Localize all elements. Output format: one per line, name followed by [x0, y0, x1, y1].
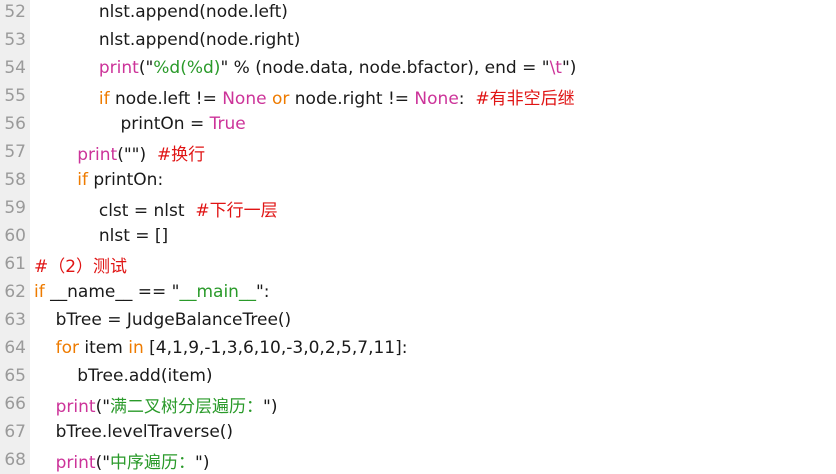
code-line[interactable]: 57 print("") #换行 [0, 138, 836, 166]
code-line[interactable]: 66 print("满二叉树分层遍历：") [0, 390, 836, 418]
line-number: 53 [4, 30, 26, 50]
line-number: 68 [4, 450, 26, 470]
line-number: 58 [4, 170, 26, 190]
line-number: 63 [4, 310, 26, 330]
code-line[interactable]: 54 print("%d(%d)" % (node.data, node.bfa… [0, 54, 836, 82]
code-text[interactable]: bTree.add(item) [34, 366, 213, 386]
code-text[interactable]: nlst.append(node.left) [34, 2, 288, 22]
code-text[interactable]: clst = nlst #下行一层 [34, 200, 278, 221]
code-line[interactable]: 58 if printOn: [0, 166, 836, 194]
line-number: 64 [4, 338, 26, 358]
code-line[interactable]: 61 #（2）测试 [0, 250, 836, 278]
code-line[interactable]: 68 print("中序遍历：") [0, 446, 836, 474]
code-line[interactable]: 67 bTree.levelTraverse() [0, 418, 836, 446]
line-number-gutter [0, 0, 30, 474]
code-text[interactable]: for item in [4,1,9,-1,3,6,10,-3,0,2,5,7,… [55, 338, 408, 358]
code-text[interactable]: nlst.append(node.right) [34, 30, 301, 50]
code-text[interactable]: if __name__ == "__main__": [34, 282, 270, 302]
code-text[interactable]: print("满二叉树分层遍历：") [55, 396, 278, 417]
code-text[interactable]: bTree = JudgeBalanceTree() [34, 310, 292, 330]
code-text[interactable]: if printOn: [77, 170, 164, 190]
code-text[interactable]: nlst = [] [34, 226, 169, 246]
code-text[interactable]: print("") #换行 [77, 144, 206, 165]
line-number: 57 [4, 142, 26, 162]
line-number: 54 [4, 58, 26, 78]
code-line[interactable]: 64 for item in [4,1,9,-1,3,6,10,-3,0,2,5… [0, 334, 836, 362]
code-text[interactable]: bTree.levelTraverse() [34, 422, 234, 442]
code-line[interactable]: 65 bTree.add(item) [0, 362, 836, 390]
code-text[interactable]: #（2）测试 [34, 256, 128, 277]
code-text[interactable]: print("%d(%d)" % (node.data, node.bfacto… [98, 58, 577, 78]
code-line[interactable]: 62 if __name__ == "__main__": [0, 278, 836, 306]
code-line[interactable]: 52 nlst.append(node.left) [0, 0, 836, 26]
line-number: 66 [4, 394, 26, 414]
line-number: 65 [4, 366, 26, 386]
line-number: 52 [4, 2, 26, 22]
line-number: 62 [4, 282, 26, 302]
code-line[interactable]: 55 if node.left != None or node.right !=… [0, 82, 836, 110]
code-text[interactable]: if node.left != None or node.right != No… [98, 88, 575, 109]
code-line[interactable]: 60 nlst = [] [0, 222, 836, 250]
code-text[interactable]: printOn = True [34, 114, 246, 134]
line-number: 56 [4, 114, 26, 134]
line-number: 60 [4, 226, 26, 246]
line-number: 67 [4, 422, 26, 442]
code-line[interactable]: 56 printOn = True [0, 110, 836, 138]
code-line[interactable]: 53 nlst.append(node.right) [0, 26, 836, 54]
line-number: 59 [4, 198, 26, 218]
code-line[interactable]: 63 bTree = JudgeBalanceTree() [0, 306, 836, 334]
line-number: 61 [4, 254, 26, 274]
line-number: 55 [4, 86, 26, 106]
code-text[interactable]: print("中序遍历：") [55, 452, 210, 473]
code-line[interactable]: 59 clst = nlst #下行一层 [0, 194, 836, 222]
